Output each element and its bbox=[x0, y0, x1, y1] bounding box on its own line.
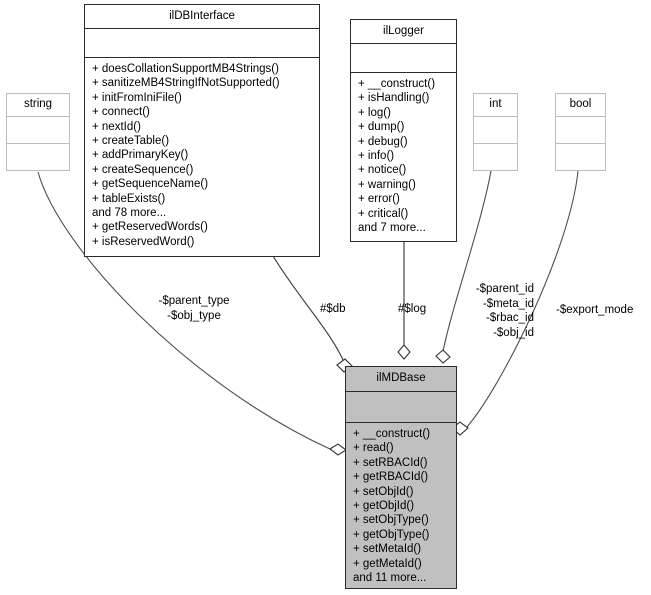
class-attributes-int bbox=[474, 117, 517, 143]
class-attributes-ilmdbase bbox=[346, 392, 456, 422]
edge-ildbinterface-to-ilmdbase bbox=[272, 255, 346, 365]
edge-bool-to-ilmdbase bbox=[465, 170, 579, 429]
class-name-string: string bbox=[23, 98, 53, 110]
operation-item: + __construct() bbox=[358, 78, 436, 90]
edge-label-line: -$parent_id bbox=[475, 283, 534, 295]
operation-item: + createTable() bbox=[92, 135, 170, 148]
edge-int-to-ilmdbase bbox=[441, 170, 492, 357]
edge-label-line: #$db bbox=[320, 303, 346, 315]
operation-item: + connect() bbox=[92, 106, 150, 119]
operation-item: + warning() bbox=[358, 178, 416, 191]
class-separator bbox=[351, 43, 456, 44]
class-box-bool[interactable]: bool bbox=[555, 93, 606, 171]
operation-more: and 11 more... bbox=[353, 572, 427, 585]
edge-label-line: -$obj_id bbox=[493, 326, 534, 339]
class-operations-bool bbox=[556, 144, 605, 170]
operation-item: + initFromIniFile() bbox=[92, 91, 182, 104]
operation-item: + critical() bbox=[358, 207, 409, 220]
operation-item: + notice() bbox=[358, 164, 407, 177]
operation-item: + setRBACId() bbox=[353, 456, 428, 469]
class-name-ilmdbase: ilMDBase bbox=[376, 372, 426, 384]
edge-string-to-ilmdbase bbox=[37, 171, 331, 450]
class-operations-ildbinterface: + doesCollationSupportMB4Strings() + san… bbox=[85, 58, 319, 254]
class-separator bbox=[556, 143, 605, 144]
operation-item: + getReservedWords() bbox=[92, 221, 208, 234]
edge-label-line: -$parent_type bbox=[158, 295, 230, 307]
class-attributes-illogger bbox=[351, 44, 456, 72]
class-box-ilmdbase[interactable]: ilMDBase + __construct() + read() + setR… bbox=[345, 366, 457, 589]
operation-item: + addPrimaryKey() bbox=[92, 149, 189, 162]
edge-label-int-to-ilmdbase: -$parent_id -$meta_id -$rbac_id -$obj_id bbox=[452, 282, 534, 340]
class-separator bbox=[85, 57, 319, 58]
operation-item: + __construct() bbox=[353, 428, 431, 440]
aggregation-diamond-log bbox=[397, 344, 411, 360]
edge-label-line: #$log bbox=[398, 303, 427, 315]
operation-item: + getMetaId() bbox=[353, 557, 422, 570]
edge-label-string-to-ilmdbase: -$parent_type -$obj_type bbox=[146, 294, 242, 323]
operation-item: + debug() bbox=[358, 135, 408, 148]
class-separator bbox=[85, 28, 319, 29]
operation-item: + isReservedWord() bbox=[92, 235, 195, 248]
class-attributes-ildbinterface bbox=[85, 29, 319, 57]
operation-item: + getSequenceName() bbox=[92, 178, 209, 191]
operation-item: + getObjType() bbox=[353, 528, 430, 541]
operation-item: + setObjType() bbox=[353, 514, 429, 527]
operation-more: and 78 more... bbox=[92, 207, 167, 220]
class-operations-int bbox=[474, 144, 517, 170]
class-separator bbox=[556, 116, 605, 117]
class-separator bbox=[474, 143, 517, 144]
class-name-bool: bool bbox=[569, 98, 592, 110]
edge-label-line: -$obj_type bbox=[167, 309, 221, 322]
class-box-int[interactable]: int bbox=[473, 93, 518, 171]
class-name-ildbinterface: ilDBInterface bbox=[169, 10, 235, 22]
edge-label-line: -$meta_id bbox=[482, 297, 534, 310]
class-box-ildbinterface[interactable]: ilDBInterface + doesCollationSupportMB4S… bbox=[84, 4, 320, 257]
class-name-int: int bbox=[489, 98, 502, 110]
class-box-string[interactable]: string bbox=[6, 93, 70, 171]
class-operations-string bbox=[7, 144, 69, 170]
aggregation-diamond-string bbox=[329, 443, 347, 456]
operation-item: + error() bbox=[358, 193, 400, 206]
operation-item: + createSequence() bbox=[92, 163, 194, 176]
class-attributes-bool bbox=[556, 117, 605, 143]
aggregation-diamond-int bbox=[435, 349, 451, 364]
edge-label-line: -$export_mode bbox=[556, 304, 634, 316]
operation-item: + setObjId() bbox=[353, 485, 414, 498]
class-operations-illogger: + __construct() + isHandling() + log() +… bbox=[351, 73, 456, 240]
operation-item: + getObjId() bbox=[353, 500, 415, 513]
class-operations-ilmdbase: + __construct() + read() + setRBACId() +… bbox=[346, 423, 456, 590]
operation-item: + dump() bbox=[358, 121, 405, 134]
edge-label-db: #$db bbox=[320, 302, 346, 317]
edge-label-bool-to-ilmdbase: -$export_mode bbox=[556, 303, 633, 318]
operation-item: + read() bbox=[353, 442, 394, 455]
class-separator bbox=[7, 116, 69, 117]
operation-item: + setMetaId() bbox=[353, 543, 422, 556]
operation-item: + log() bbox=[358, 106, 391, 119]
class-separator bbox=[474, 116, 517, 117]
edge-label-line: -$rbac_id bbox=[486, 312, 534, 324]
operation-item: + info() bbox=[358, 150, 395, 163]
class-separator bbox=[346, 391, 456, 392]
class-attributes-string bbox=[7, 117, 69, 143]
class-name-illogger: ilLogger bbox=[383, 25, 424, 37]
class-separator bbox=[351, 72, 456, 73]
class-separator bbox=[7, 143, 69, 144]
operation-more: and 7 more... bbox=[358, 222, 426, 235]
operation-item: + nextId() bbox=[92, 120, 141, 133]
operation-item: + tableExists() bbox=[92, 192, 166, 205]
class-separator bbox=[346, 422, 456, 423]
class-box-illogger[interactable]: ilLogger + __construct() + isHandling() … bbox=[350, 19, 457, 242]
edge-label-log: #$log bbox=[398, 302, 426, 317]
operation-item: + getRBACId() bbox=[353, 471, 429, 484]
operation-item: + doesCollationSupportMB4Strings() bbox=[92, 63, 279, 75]
operation-item: + isHandling() bbox=[358, 92, 430, 105]
operation-item: + sanitizeMB4StringIfNotSupported() bbox=[92, 77, 280, 90]
